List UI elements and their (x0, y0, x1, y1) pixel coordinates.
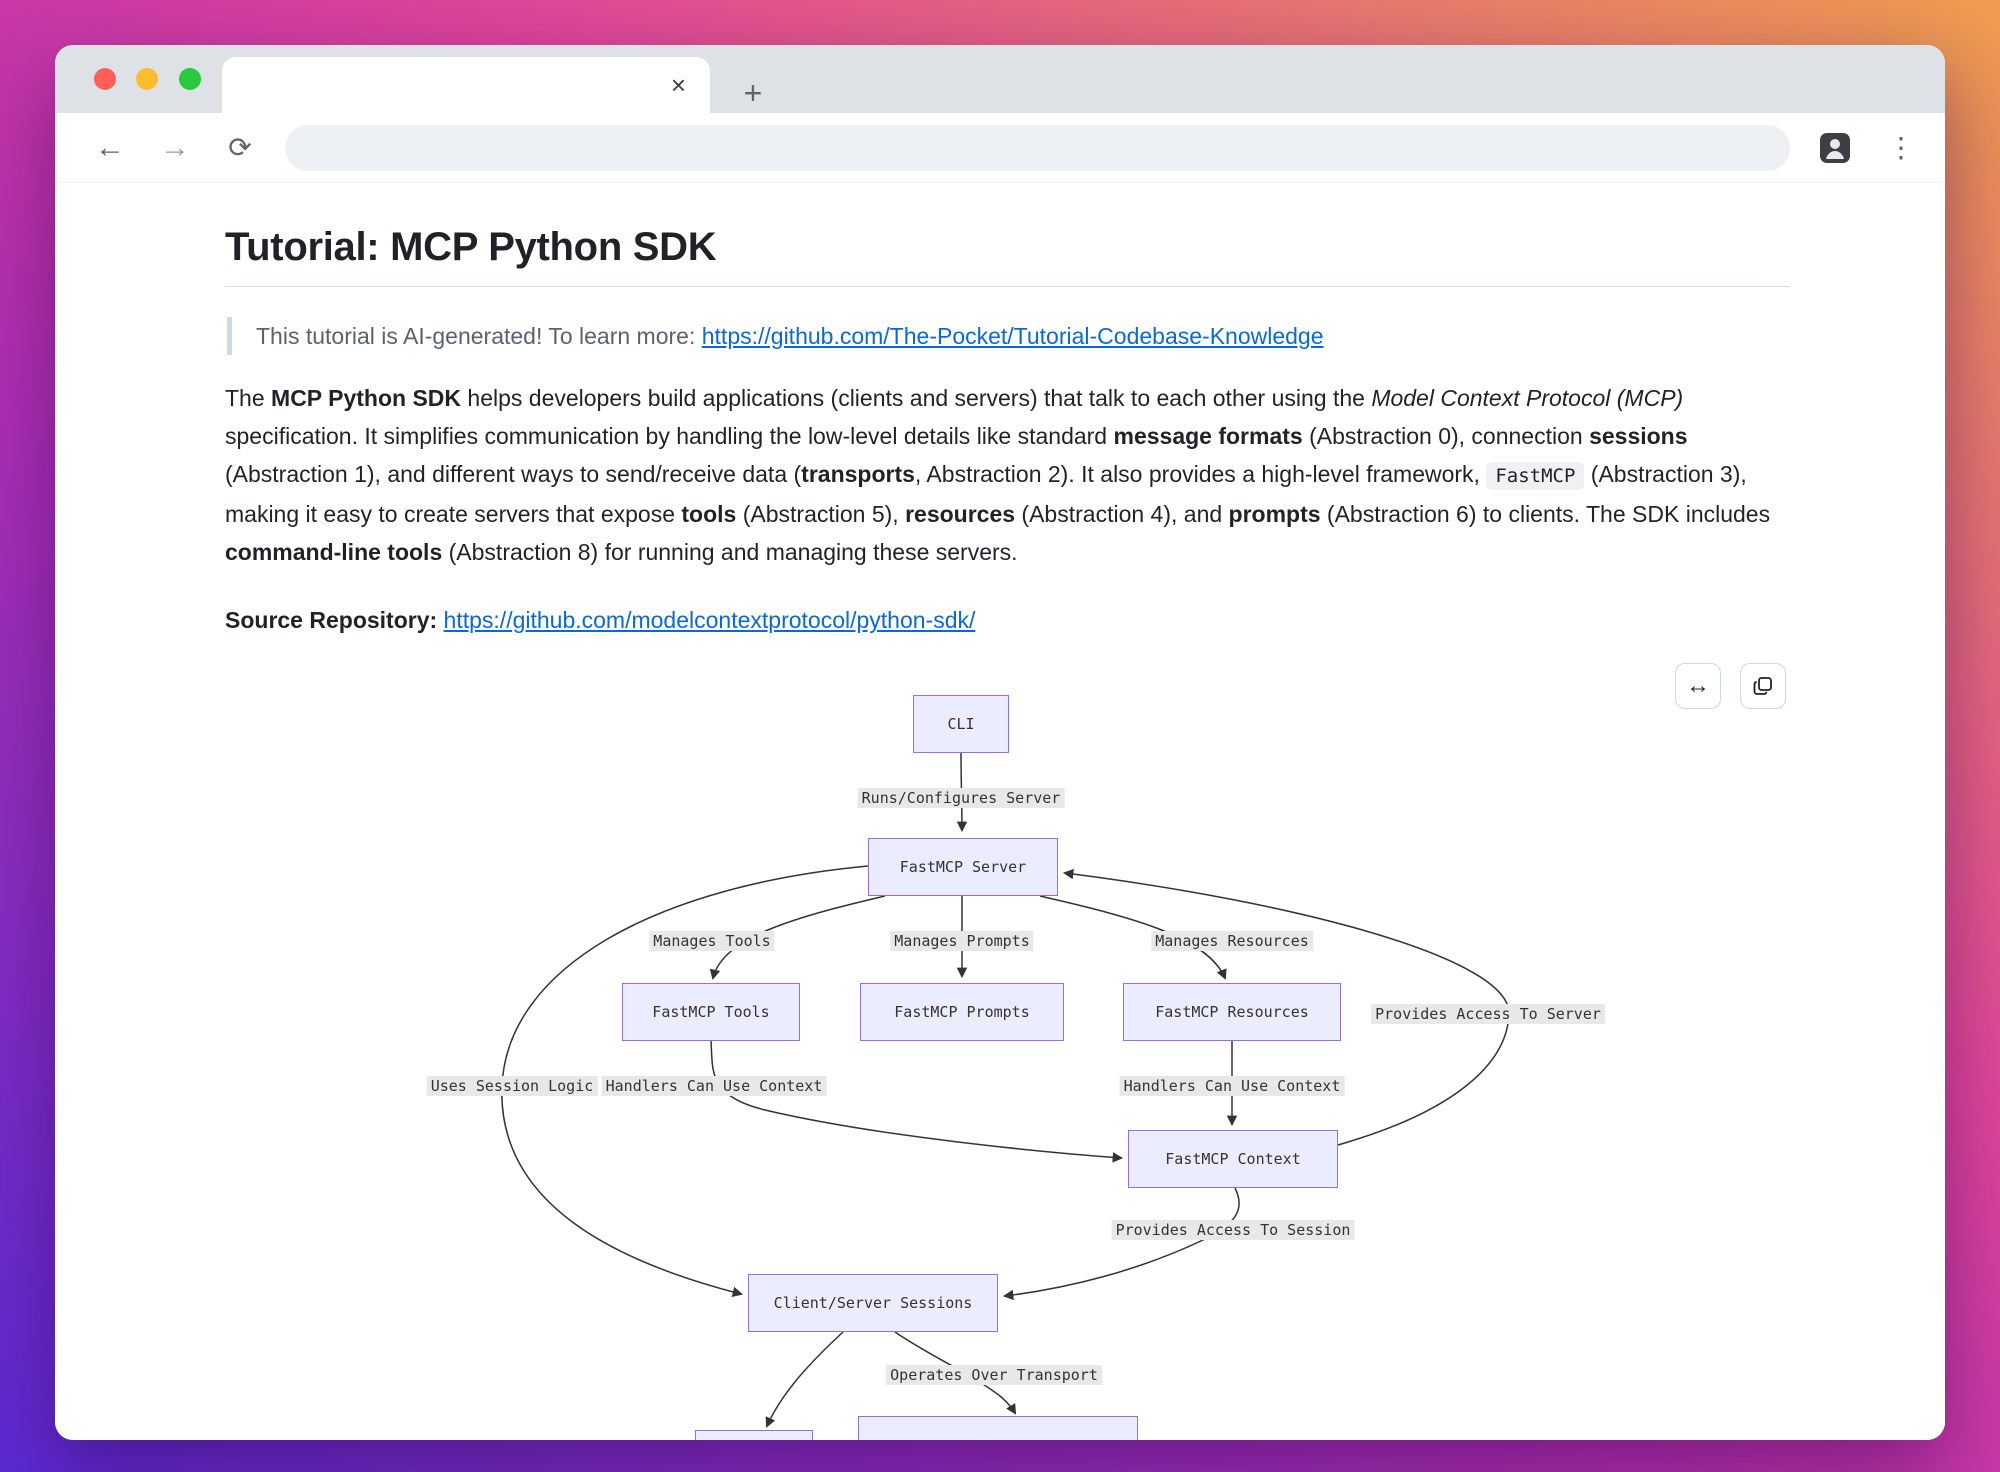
inline-code-fastmcp: FastMCP (1486, 462, 1585, 490)
source-repository-line: Source Repository: https://github.com/mo… (225, 607, 1790, 634)
intro-text: (Abstraction 4), and (1015, 501, 1229, 527)
intro-bold: sessions (1589, 423, 1688, 449)
diagram-edges (501, 752, 1510, 1428)
overflow-menu-icon[interactable]: ⋮ (1887, 132, 1915, 163)
source-repository-label: Source Repository: (225, 607, 444, 633)
window-minimize-button[interactable] (136, 68, 158, 90)
quote-text: This tutorial is AI-generated! To learn … (256, 323, 702, 349)
node-client-server-sessions: Client/Server Sessions (748, 1274, 998, 1332)
intro-text: (Abstraction 3), making it easy to creat… (225, 461, 1747, 527)
node-fastmcp-tools: FastMCP Tools (622, 983, 800, 1041)
intro-bold: message formats (1113, 423, 1303, 449)
browser-window: × + ← → ⟳ ⋮ Tutorial: MCP Python SDK Thi… (55, 45, 1945, 1440)
diagram-expand-button[interactable]: ↔ (1675, 663, 1721, 709)
edge-label-provides-access-to-server: Provides Access To Server (1371, 1004, 1605, 1024)
node-partial-bottom-center (858, 1416, 1138, 1440)
intro-bold: transports (801, 461, 915, 487)
node-fastmcp-server: FastMCP Server (868, 838, 1058, 896)
node-partial-bottom-left (695, 1430, 813, 1440)
tab-strip: × + (55, 45, 1945, 113)
intro-text: helps developers build applications (cli… (461, 385, 1372, 411)
node-cli: CLI (913, 695, 1009, 753)
node-fastmcp-resources: FastMCP Resources (1123, 983, 1341, 1041)
intro-text: (Abstraction 5), (736, 501, 906, 527)
tutorial-codebase-link[interactable]: https://github.com/The-Pocket/Tutorial-C… (701, 323, 1324, 349)
intro-bold: resources (905, 501, 1016, 527)
intro-text: (Abstraction 6) to clients. The SDK incl… (1320, 501, 1771, 527)
edge-label-operates-over-transport: Operates Over Transport (886, 1365, 1102, 1385)
source-repository-link[interactable]: https://github.com/modelcontextprotocol/… (443, 607, 976, 633)
address-bar[interactable] (285, 125, 1790, 171)
edge-label-manages-prompts: Manages Prompts (890, 931, 1034, 951)
article: Tutorial: MCP Python SDK This tutorial i… (55, 183, 1945, 634)
intro-text: The (225, 385, 272, 411)
intro-text: , Abstraction 2). It also provides a hig… (914, 461, 1487, 487)
reload-icon[interactable]: ⟳ (228, 132, 252, 163)
back-icon[interactable]: ← (95, 130, 125, 164)
edge-label-handlers-can-use-context-left: Handlers Can Use Context (601, 1076, 827, 1096)
profile-avatar-icon[interactable] (1815, 128, 1855, 168)
copy-icon (1753, 677, 1772, 695)
edge-label-manages-resources: Manages Resources (1151, 931, 1313, 951)
node-fastmcp-context: FastMCP Context (1128, 1130, 1338, 1188)
ai-generated-note: This tutorial is AI-generated! To learn … (227, 317, 1790, 355)
edge-label-handlers-can-use-context-right: Handlers Can Use Context (1119, 1076, 1345, 1096)
edge-label-provides-access-to-session: Provides Access To Session (1111, 1220, 1355, 1240)
window-zoom-button[interactable] (179, 68, 201, 90)
intro-text: specification. It simplifies communicati… (225, 423, 1114, 449)
intro-bold: command-line tools (225, 539, 443, 565)
node-fastmcp-prompts: FastMCP Prompts (860, 983, 1064, 1041)
intro-bold: MCP Python SDK (271, 385, 462, 411)
tab-close-icon[interactable]: × (670, 70, 686, 100)
browser-toolbar: ← → ⟳ ⋮ (55, 113, 1945, 183)
expand-icon: ↔ (1686, 672, 1710, 699)
edge-label-uses-session-logic: Uses Session Logic (426, 1076, 598, 1096)
window-close-button[interactable] (94, 68, 116, 90)
intro-text: (Abstraction 1), and different ways to s… (225, 461, 802, 487)
intro-text: (Abstraction 8) for running and managing… (442, 539, 1018, 565)
intro-italic: Model Context Protocol (MCP) (1371, 385, 1684, 411)
page-title: Tutorial: MCP Python SDK (225, 225, 1790, 287)
page-content: Tutorial: MCP Python SDK This tutorial i… (55, 183, 1945, 1440)
browser-tab[interactable]: × (222, 57, 710, 113)
new-tab-button[interactable]: + (743, 74, 763, 111)
intro-bold: prompts (1228, 501, 1321, 527)
forward-icon[interactable]: → (160, 130, 190, 164)
intro-paragraph: The MCP Python SDK helps developers buil… (225, 379, 1790, 571)
intro-text: (Abstraction 0), connection (1302, 423, 1590, 449)
intro-bold: tools (681, 501, 737, 527)
diagram-copy-button[interactable] (1740, 663, 1786, 709)
architecture-diagram: CLI FastMCP Server FastMCP Tools FastMCP… (55, 658, 1945, 1440)
edge-label-runs-configures-server: Runs/Configures Server (857, 788, 1065, 808)
edge-label-manages-tools: Manages Tools (649, 931, 775, 951)
